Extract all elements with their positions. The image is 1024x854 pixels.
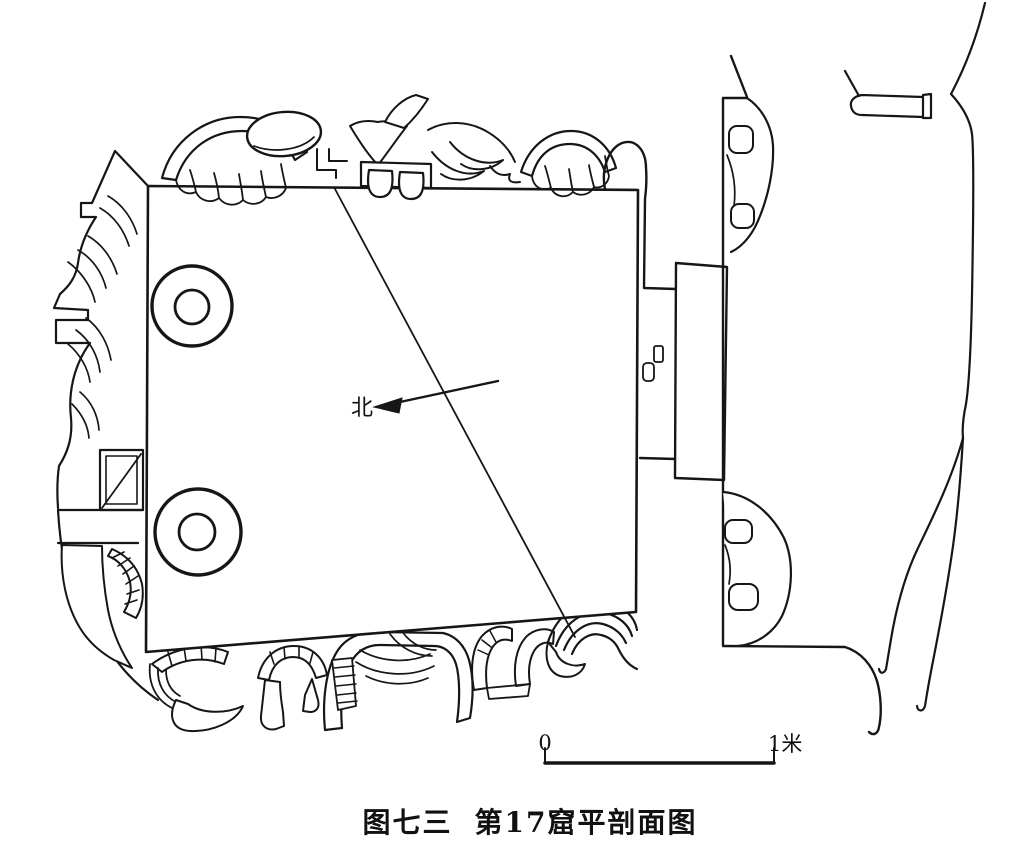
top-oval-inner-arc [253, 136, 315, 151]
lower-lobe-peg-1 [724, 519, 753, 544]
niche-diagonal [101, 453, 142, 509]
top-foot-left [366, 168, 394, 199]
lower-lobe-inner-curve [724, 544, 732, 585]
door-socket-mark-2 [642, 362, 655, 382]
left-drapery-hatching [67, 195, 138, 439]
cliff-branch-left [877, 436, 965, 674]
north-arrow-shaft [384, 379, 500, 407]
bottom-fan-arcs [148, 663, 181, 709]
scale-bar-ticks [544, 747, 775, 764]
bottom-niche-base [486, 683, 531, 700]
cave-chamber-outline [144, 184, 640, 654]
top-drapery-swags [427, 122, 521, 184]
carved-decoration-bottom [148, 600, 639, 733]
lower-lobe-peg-2 [728, 583, 759, 611]
upper-lobe-peg-2 [730, 203, 755, 229]
column-base-inner-1 [173, 288, 211, 326]
door-socket-mark-1 [653, 345, 664, 363]
bottom-arch-leg-left [259, 679, 285, 731]
upper-lobe-inner-curve [726, 154, 736, 207]
top-spike-form [384, 94, 429, 129]
north-arrow-icon [372, 379, 500, 414]
bottom-foot-blob [171, 699, 244, 733]
column-bases [150, 264, 243, 577]
left-bead-band [107, 548, 144, 619]
corner-knob-and-jambs [602, 140, 678, 461]
scale-start-label: 0 [538, 731, 551, 755]
north-arrow-head [372, 397, 403, 414]
cliff-branch-right [915, 436, 965, 712]
bottom-arch-leg-right [302, 678, 320, 713]
bottom-arch-ticks [269, 645, 314, 665]
cliff-niche-body [843, 69, 933, 120]
niche-outer-frame [98, 448, 145, 512]
passage-floor [673, 261, 729, 482]
top-oval-block [245, 110, 323, 158]
facade-lower-lobe [721, 490, 792, 648]
left-bead-band-ticks [111, 551, 140, 605]
corner-saddle-foot [545, 641, 586, 678]
bottom-bead-arc [151, 646, 229, 673]
top-v-drapery [349, 120, 408, 166]
scale-bar: 0 1米 [538, 731, 802, 765]
figure-number: 图七三 [363, 806, 453, 839]
bottom-niche-arch-2 [513, 628, 555, 687]
column-base-outer-2 [153, 487, 243, 577]
column-base-inner-2 [177, 512, 217, 552]
bottom-bead-arc-ticks [167, 644, 217, 667]
bottom-bead-column-ticks [333, 665, 358, 704]
bottom-large-arch [322, 630, 474, 732]
top-step-lines [316, 148, 348, 179]
cliff-face-main-line [949, 92, 975, 440]
facade-bottom-edge [721, 644, 882, 736]
cliff-top-diagonal [949, 1, 987, 96]
figure-caption: 图七三第17窟平剖面图 [363, 806, 698, 839]
bottom-arch-band [257, 645, 328, 681]
cliff-face-lines [843, 1, 987, 712]
top-foot-right [397, 170, 425, 201]
scale-end-label: 1米 [768, 732, 802, 756]
carved-decoration-top [160, 94, 618, 206]
top-right-fan-band [519, 129, 618, 178]
bottom-arch-drapery [355, 633, 437, 685]
upper-lobe-peg-1 [728, 125, 754, 154]
left-leg-carving [60, 544, 133, 669]
bottom-niche-arch-1 [471, 625, 513, 691]
left-wall-niche [98, 448, 145, 512]
top-left-fan-petals [175, 163, 287, 206]
top-right-fan-petals [531, 155, 610, 198]
facade-wall [721, 54, 882, 736]
entrance-passage [602, 140, 729, 482]
cliff-niche [843, 69, 933, 120]
north-label: 北 [351, 396, 373, 421]
niche-inner-frame [105, 455, 138, 505]
diagonal-crack-line [334, 188, 576, 638]
column-base-outer-1 [150, 264, 234, 348]
facade-upper-lobe [729, 96, 775, 254]
carved-decoration-left [52, 149, 160, 702]
facade-wall-line [721, 54, 749, 647]
bottom-bead-column [331, 657, 357, 711]
figure-title: 第17窟平剖面图 [475, 806, 698, 839]
